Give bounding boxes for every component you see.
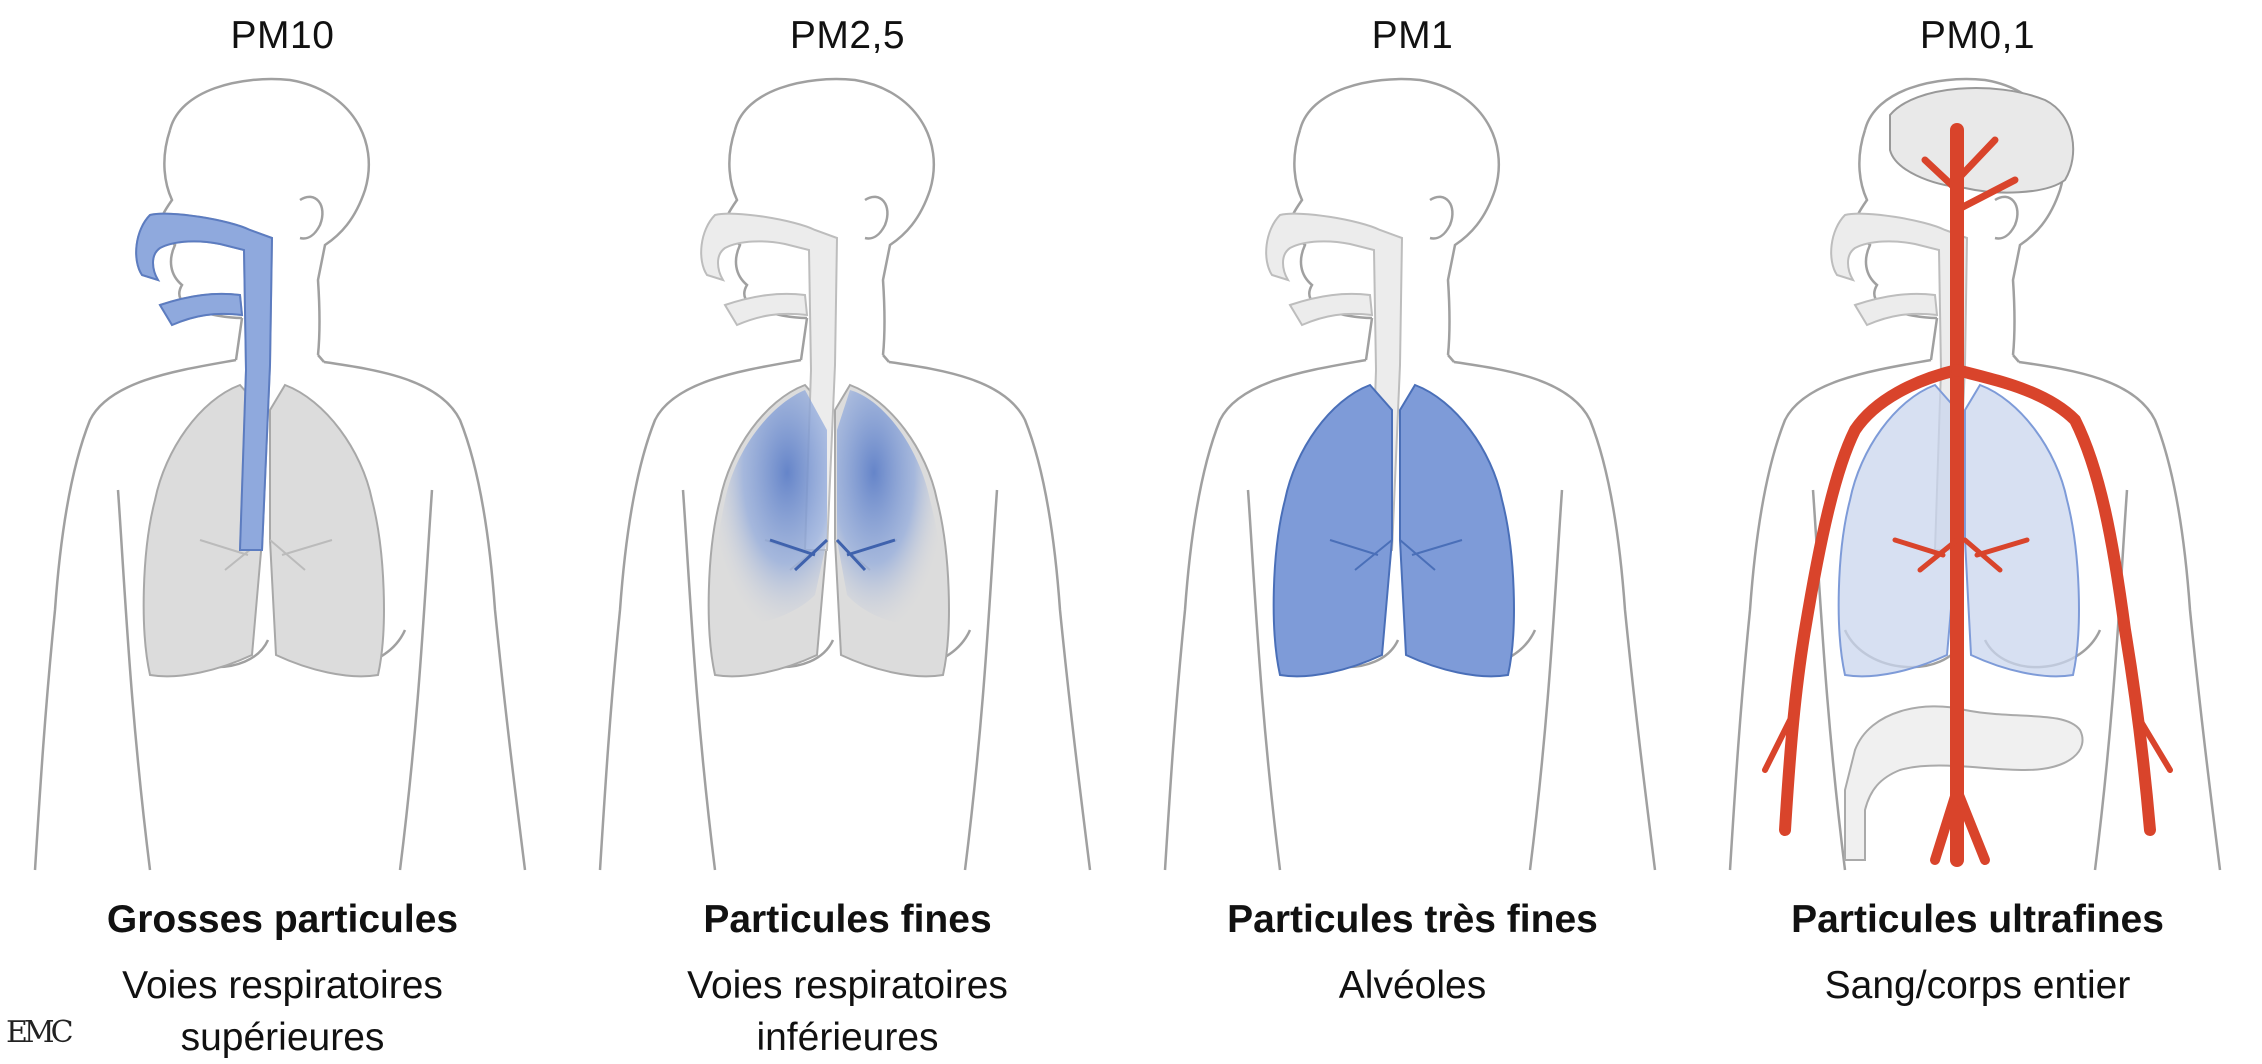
caption-title: Particules fines bbox=[565, 898, 1130, 942]
caption-subtitle: Sang/corps entier bbox=[1695, 960, 2260, 1012]
caption-title: Grosses particules bbox=[0, 898, 565, 942]
anatomy-figure-pm0-1 bbox=[1695, 70, 2260, 880]
panel-title: PM1 bbox=[1130, 14, 1695, 58]
caption-subtitle: Voies respiratoires supérieures bbox=[0, 960, 565, 1064]
panel-title: PM0,1 bbox=[1695, 14, 2260, 58]
anatomy-figure-pm2-5 bbox=[565, 70, 1130, 880]
panel-title: PM2,5 bbox=[565, 14, 1130, 58]
brain-shape bbox=[1890, 88, 2073, 193]
anatomy-figure-pm10 bbox=[0, 70, 565, 880]
panel-pm2-5: PM2,5 Particules fines Voies respiratoir… bbox=[565, 0, 1130, 1062]
emc-logo: EMC bbox=[6, 1015, 70, 1050]
panel-pm10: PM10 Grosses particules Voies respiratoi… bbox=[0, 0, 565, 1062]
panel-title: PM10 bbox=[0, 14, 565, 58]
caption-line-1: Voies respiratoires bbox=[565, 960, 1130, 1012]
caption-subtitle: Alvéoles bbox=[1130, 960, 1695, 1012]
caption-title: Particules ultrafines bbox=[1695, 898, 2260, 942]
caption-line-2: inférieures bbox=[565, 1012, 1130, 1064]
caption-subtitle: Voies respiratoires inférieures bbox=[565, 960, 1130, 1064]
anatomy-figure-pm1 bbox=[1130, 70, 1695, 880]
caption-line-1: Alvéoles bbox=[1130, 960, 1695, 1012]
panel-pm0-1: PM0,1 Particules ultrafines Sang/corps e… bbox=[1695, 0, 2260, 1062]
caption-title: Particules très fines bbox=[1130, 898, 1695, 942]
caption-line-2: supérieures bbox=[0, 1012, 565, 1064]
panel-pm1: PM1 Particules très fines Alvéoles bbox=[1130, 0, 1695, 1062]
caption-line-1: Sang/corps entier bbox=[1695, 960, 2260, 1012]
caption-line-1: Voies respiratoires bbox=[0, 960, 565, 1012]
